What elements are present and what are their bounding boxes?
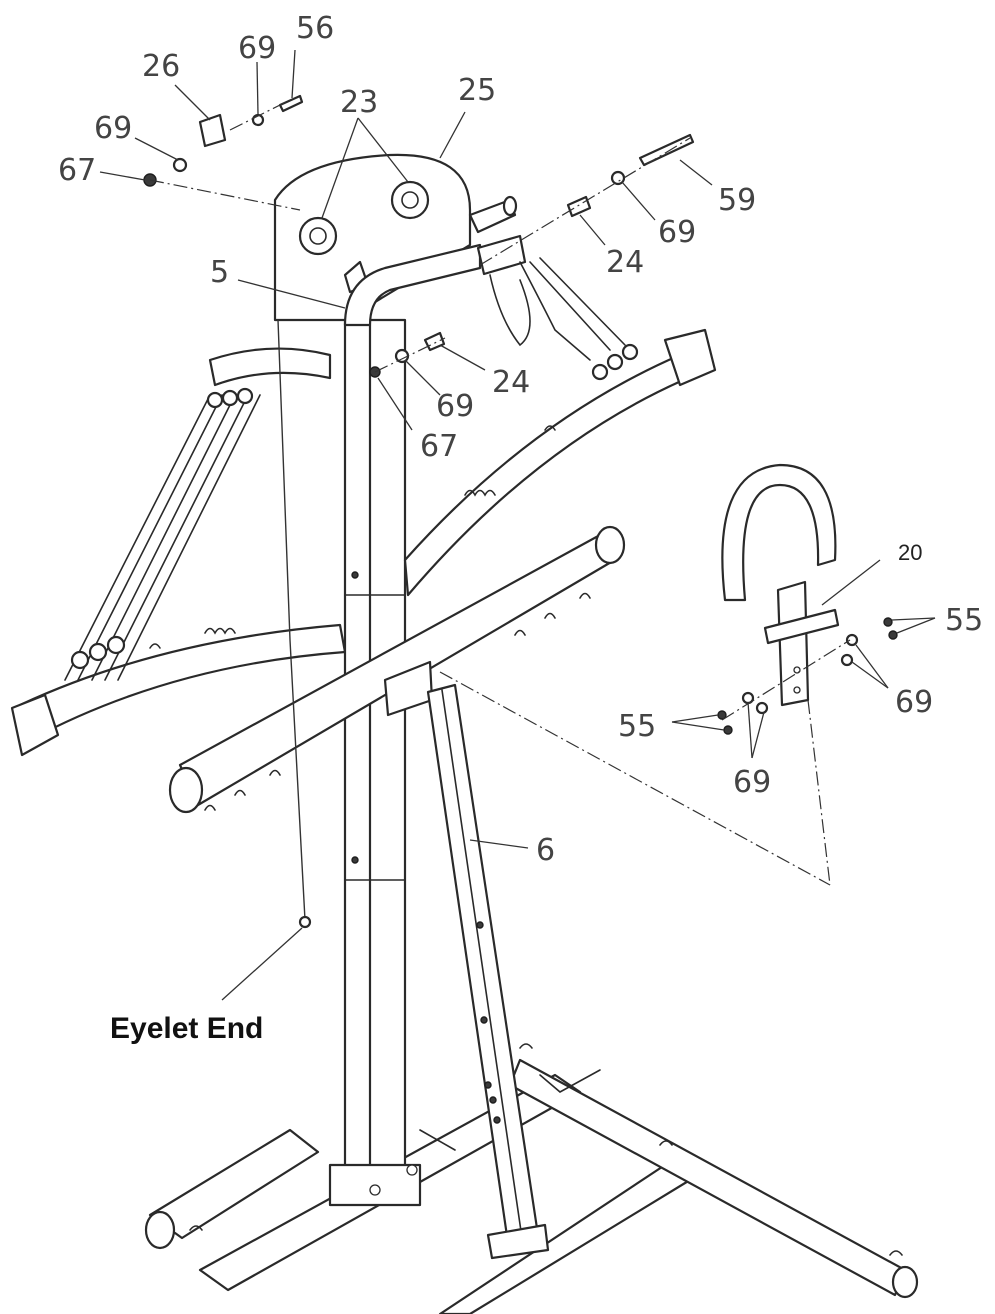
label-5: 5 [210, 255, 229, 290]
label-26: 26 [142, 49, 180, 84]
part-labels: 56 69 26 23 25 69 67 59 69 24 5 24 69 67… [58, 11, 983, 1045]
cable [277, 319, 306, 921]
label-67: 67 [58, 153, 96, 188]
diagonal-support [426, 683, 550, 1260]
left-pulley-arm [10, 347, 347, 757]
label-59: 59 [718, 183, 756, 218]
cross-bar [168, 525, 626, 814]
label-55: 55 [618, 709, 656, 744]
eyelet [298, 915, 312, 929]
label-24: 24 [492, 365, 530, 400]
label-23: 23 [340, 85, 378, 120]
top-pulley-plate [273, 153, 472, 322]
curved-top-arm [343, 195, 518, 327]
label-56: 56 [296, 11, 334, 46]
handle-assembly [721, 463, 840, 707]
eyelet-end-label: Eyelet End [110, 1012, 263, 1045]
assembly-lines [149, 99, 851, 886]
hardware [143, 94, 898, 735]
right-pulley-arm [403, 234, 717, 597]
label-69: 69 [238, 31, 276, 66]
label-69: 69 [733, 765, 771, 800]
label-67: 67 [420, 429, 458, 464]
label-25: 25 [458, 73, 496, 108]
label-55: 55 [945, 603, 983, 638]
label-69: 69 [94, 111, 132, 146]
label-20: 20 [898, 540, 922, 565]
label-6: 6 [536, 833, 555, 868]
label-69: 69 [895, 685, 933, 720]
main-column [328, 318, 422, 1207]
label-69: 69 [436, 389, 474, 424]
leader-lines [99, 49, 936, 1001]
label-24: 24 [606, 245, 644, 280]
label-69: 69 [658, 215, 696, 250]
base-frame [144, 1043, 919, 1314]
